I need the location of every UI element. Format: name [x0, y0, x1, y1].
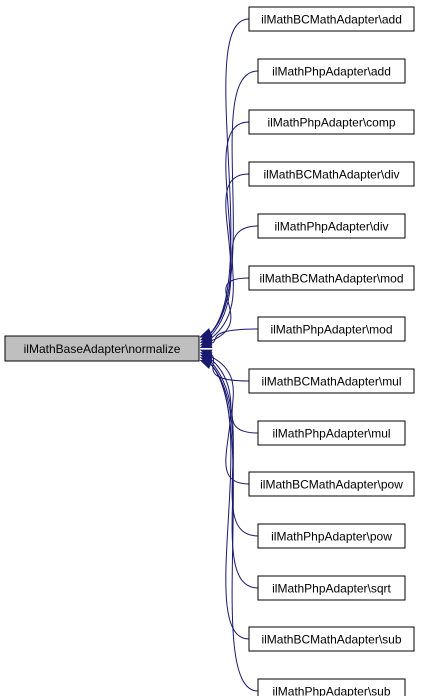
- call-edges: [199, 18, 259, 692]
- call-edge: [210, 358, 250, 485]
- call-edge: [210, 353, 250, 382]
- caller-node-label: ilMathBCMathAdapter\sub: [261, 633, 401, 647]
- arrowhead: [199, 360, 213, 369]
- call-edge: [210, 356, 259, 434]
- caller-node-label: ilMathPhpAdapter\div: [274, 220, 388, 234]
- caller-node-ilmathphpadapter-mul[interactable]: ilMathPhpAdapter\mul: [257, 420, 406, 446]
- call-edge: [210, 328, 259, 345]
- caller-node-label: ilMathBCMathAdapter\add: [261, 13, 402, 27]
- caller-node-ilmathbcmathadapter-pow[interactable]: ilMathBCMathAdapter\pow: [248, 471, 415, 497]
- caller-node-ilmathbcmathadapter-sub[interactable]: ilMathBCMathAdapter\sub: [248, 626, 415, 652]
- caller-node-ilmathphpadapter-sub[interactable]: ilMathPhpAdapter\sub: [257, 678, 406, 696]
- arrowhead: [199, 339, 213, 349]
- call-edge: [210, 225, 259, 339]
- caller-node-ilmathphpadapter-add[interactable]: ilMathPhpAdapter\add: [257, 58, 406, 84]
- call-edge: [210, 18, 250, 333]
- caller-node-label: ilMathBCMathAdapter\div: [263, 168, 399, 182]
- caller-node-ilmathbcmathadapter-add[interactable]: ilMathBCMathAdapter\add: [248, 6, 415, 32]
- call-edge: [210, 121, 250, 334]
- call-edge: [210, 173, 250, 337]
- graph-nodes: ilMathBaseAdapter\normalize ilMathBCMath…: [4, 6, 415, 696]
- caller-node-label: ilMathBCMathAdapter\mul: [261, 375, 401, 389]
- caller-node-label: ilMathBCMathAdapter\mod: [259, 272, 403, 286]
- call-edge: [210, 364, 259, 692]
- caller-node-ilmathbcmathadapter-mod[interactable]: ilMathBCMathAdapter\mod: [248, 265, 415, 291]
- caller-node-label: ilMathBCMathAdapter\pow: [260, 478, 403, 492]
- caller-node-label: ilMathPhpAdapter\sqrt: [272, 582, 391, 596]
- focus-node-label: ilMathBaseAdapter\normalize: [24, 342, 181, 356]
- caller-node-ilmathphpadapter-pow[interactable]: ilMathPhpAdapter\pow: [257, 523, 406, 549]
- caller-node-label: ilMathPhpAdapter\comp: [267, 116, 395, 130]
- call-edge: [210, 70, 259, 333]
- caller-node-ilmathphpadapter-sqrt[interactable]: ilMathPhpAdapter\sqrt: [257, 575, 406, 601]
- caller-node-ilmathphpadapter-mod[interactable]: ilMathPhpAdapter\mod: [257, 316, 406, 342]
- caller-node-ilmathbcmathadapter-mul[interactable]: ilMathBCMathAdapter\mul: [248, 368, 415, 394]
- caller-node-ilmathbcmathadapter-div[interactable]: ilMathBCMathAdapter\div: [248, 161, 415, 187]
- call-edge: [210, 364, 259, 589]
- call-edge: [210, 364, 250, 640]
- caller-node-label: ilMathPhpAdapter\add: [272, 65, 391, 79]
- call-edge: [210, 277, 250, 342]
- caller-node-ilmathphpadapter-comp[interactable]: ilMathPhpAdapter\comp: [248, 109, 415, 135]
- caller-node-label: ilMathPhpAdapter\mul: [272, 427, 390, 441]
- focus-node-normalize[interactable]: ilMathBaseAdapter\normalize: [4, 335, 200, 362]
- caller-node-label: ilMathPhpAdapter\sub: [272, 685, 390, 696]
- caller-node-ilmathphpadapter-div[interactable]: ilMathPhpAdapter\div: [257, 213, 406, 239]
- caller-node-label: ilMathPhpAdapter\mod: [270, 323, 392, 337]
- caller-node-label: ilMathPhpAdapter\pow: [271, 530, 392, 544]
